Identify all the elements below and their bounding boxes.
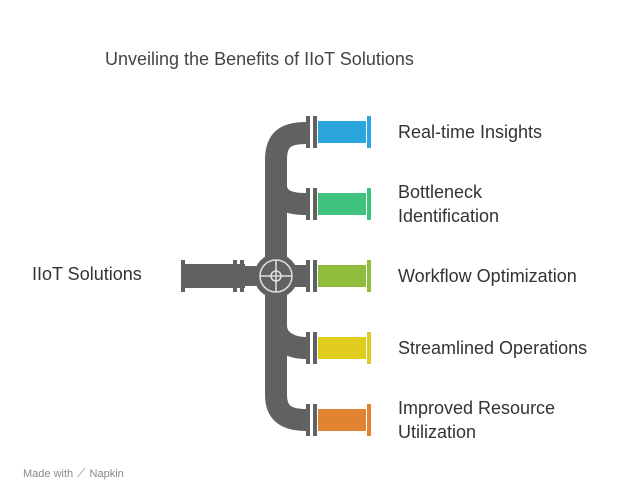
pipe-branch-4 — [265, 324, 307, 359]
branch-label-4: Streamlined Operations — [398, 336, 628, 360]
outlet-fill-1 — [318, 121, 366, 143]
branch-label-3-line1: Workflow Optimization — [398, 266, 577, 286]
outlet-4 — [306, 332, 371, 364]
branch-label-2-line1: Bottleneck — [398, 182, 483, 202]
pipe-branch-2 — [265, 184, 307, 215]
footer-credit: Made with ⟋ Napkin — [23, 466, 124, 481]
branch-label-5-line1: Improved Resource — [398, 398, 556, 418]
branch-label-2-line2: Identification — [398, 206, 500, 226]
outlet-fill-3 — [318, 265, 366, 287]
branch-label-2: Bottleneck Identification — [398, 180, 628, 228]
branch-label-5-line2: Utilization — [398, 422, 477, 442]
outlet-5 — [306, 404, 371, 436]
outlet-1 — [306, 116, 371, 148]
outlet-fill-4 — [318, 337, 366, 359]
footer-brand: Napkin — [89, 467, 124, 480]
branch-label-3: Workflow Optimization — [398, 264, 628, 288]
input-connector — [244, 266, 256, 286]
napkin-logo-icon: ⟋ — [77, 466, 86, 480]
input-flange-2 — [240, 260, 244, 292]
outlet-fill-2 — [318, 193, 366, 215]
diagram-title: Unveiling the Benefits of IIoT Solutions — [105, 49, 414, 69]
branch-label-5: Improved Resource Utilization — [398, 396, 628, 444]
input-flange-1 — [233, 260, 237, 292]
branch-label-4-line1: Streamlined Operations — [398, 338, 588, 358]
branch-label-1: Real-time Insights — [398, 120, 628, 144]
outlet-fill-5 — [318, 409, 366, 431]
outlet-3 — [306, 260, 371, 292]
outlet-2 — [306, 188, 371, 220]
footer-prefix: Made with — [23, 467, 74, 480]
branch-label-1-line1: Real-time Insights — [398, 122, 543, 142]
input-flange-left — [181, 260, 185, 292]
source-label: IIoT Solutions — [32, 264, 142, 284]
